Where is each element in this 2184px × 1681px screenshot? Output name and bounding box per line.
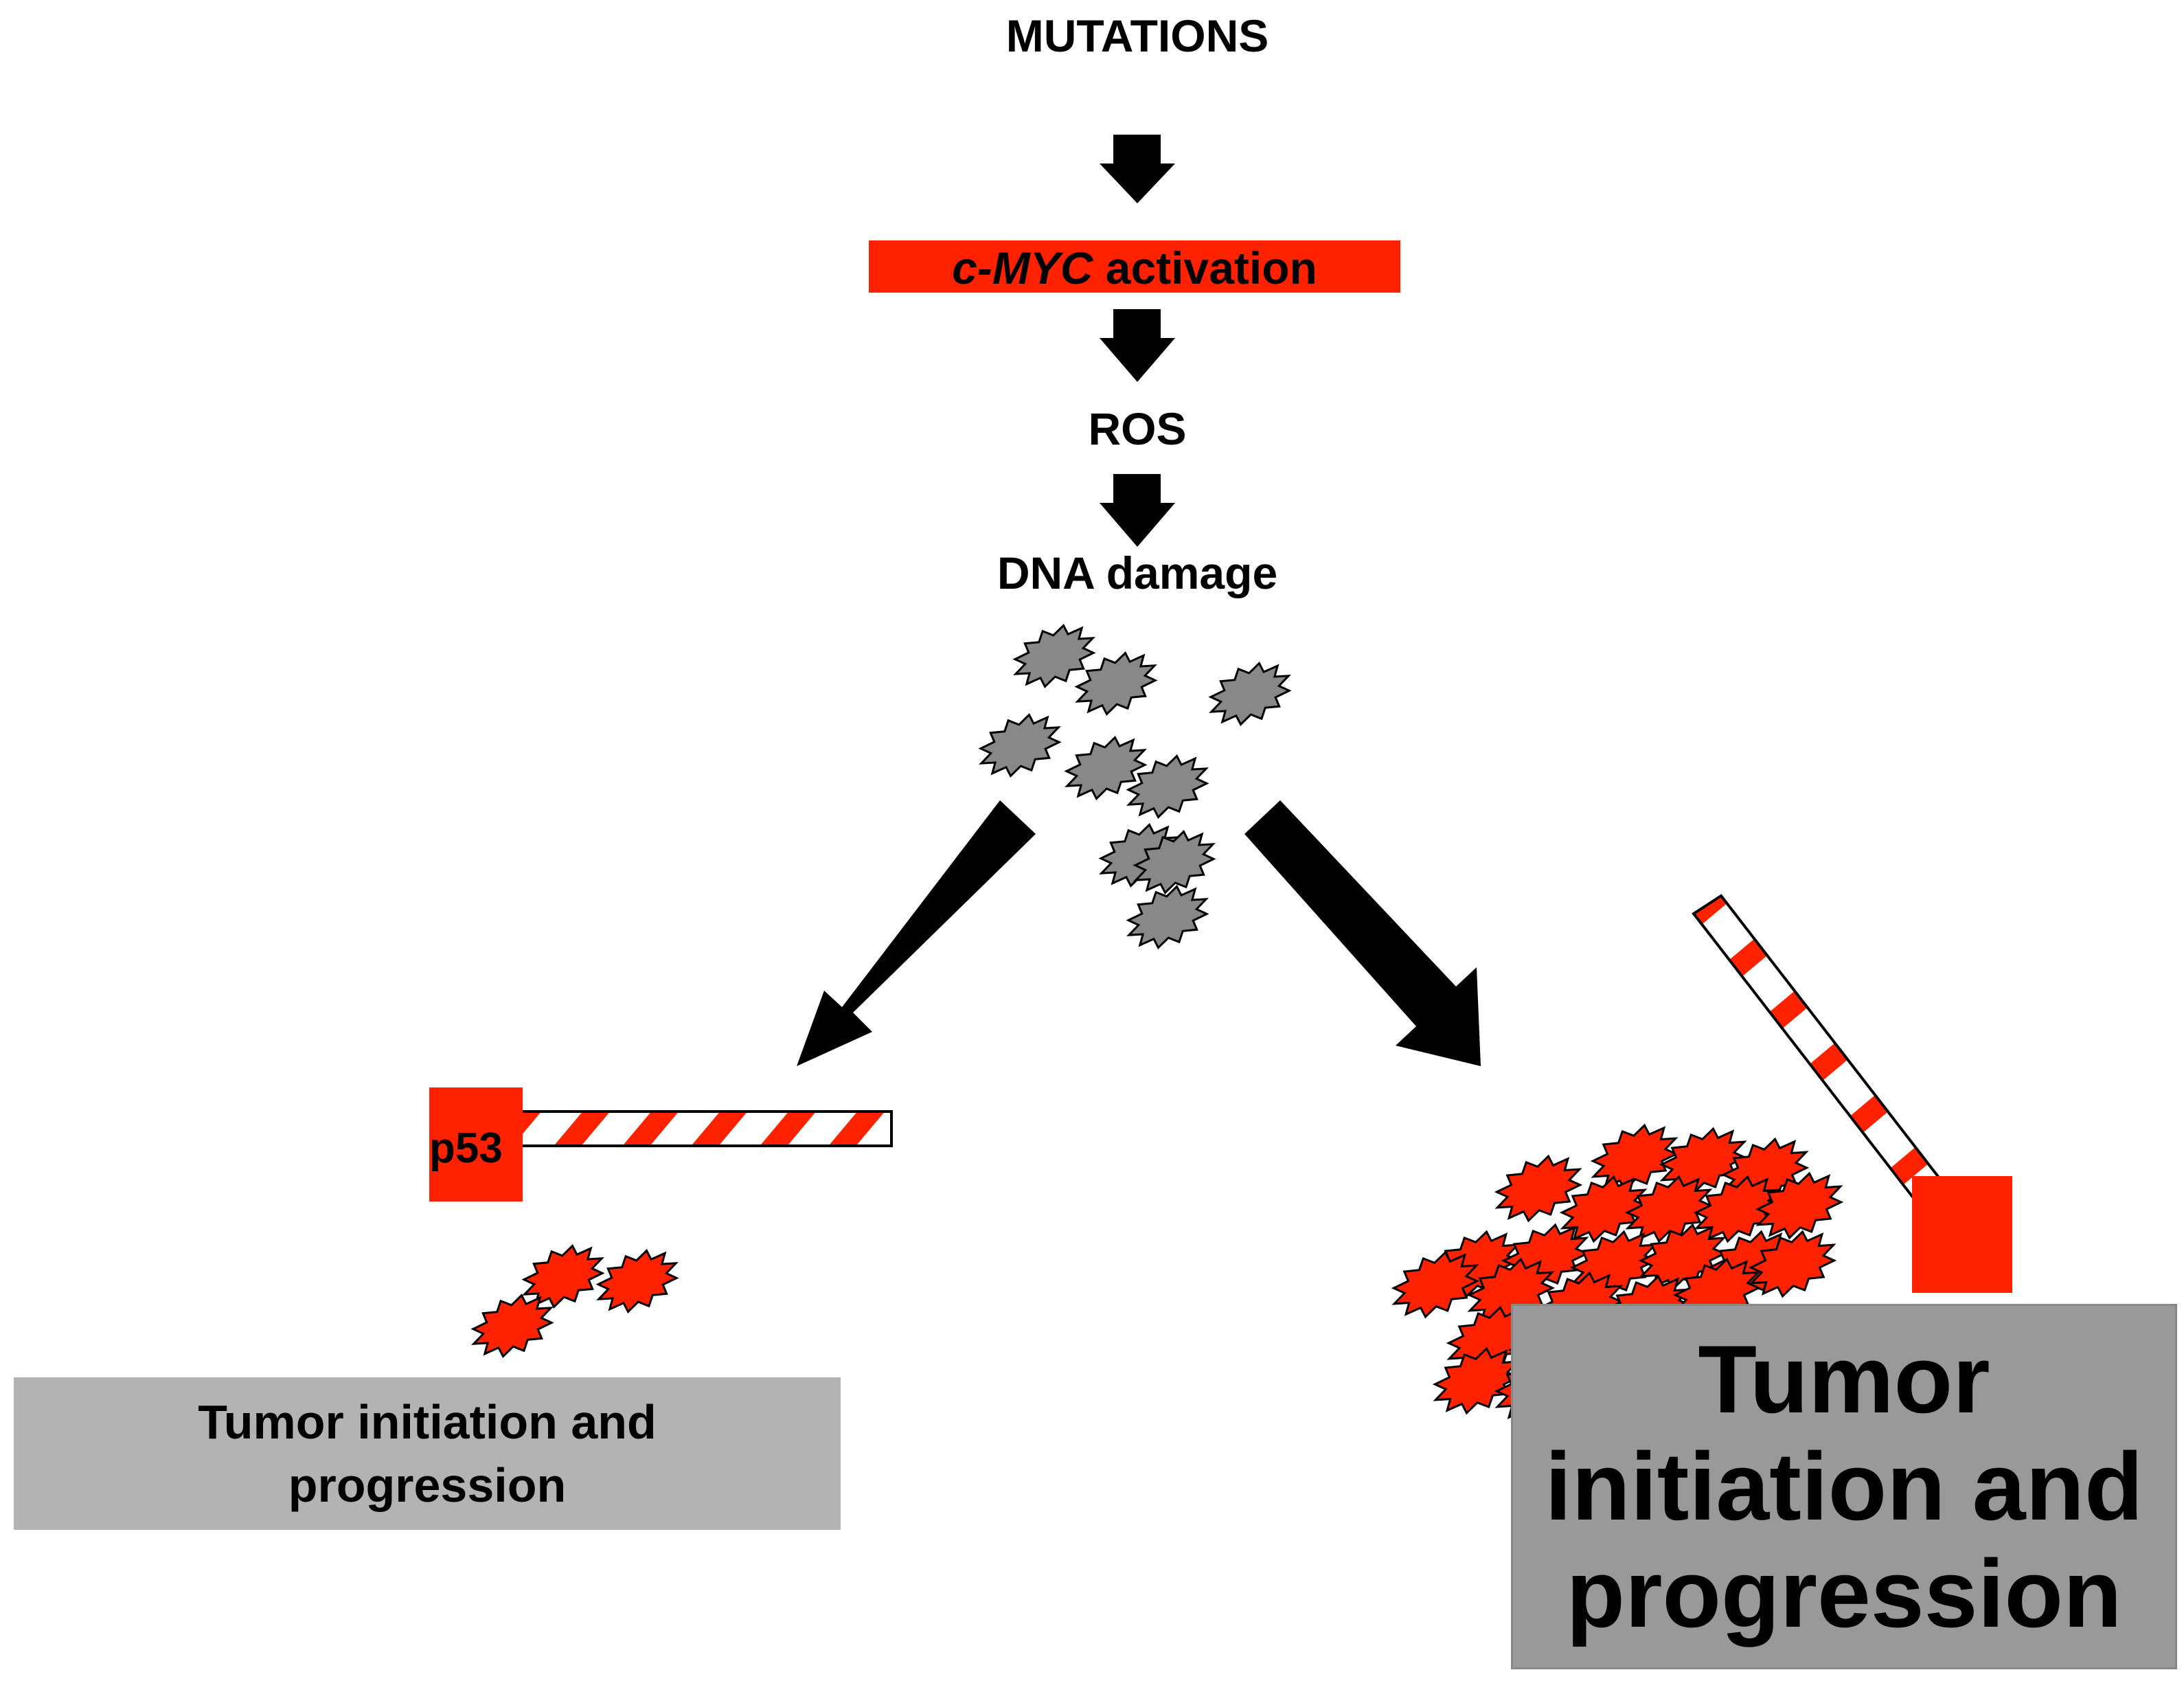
arrow-left-diagonal bbox=[797, 800, 1036, 1066]
damage-cell bbox=[1126, 754, 1209, 819]
damage-cell bbox=[1126, 885, 1209, 949]
outcome-left-text: Tumor initiation and progression bbox=[198, 1395, 657, 1512]
damage-cell bbox=[1133, 830, 1216, 894]
outcome-box-left: Tumor initiation and progression bbox=[14, 1377, 841, 1530]
myc-activation-box: c-MYC activation bbox=[869, 240, 1400, 293]
dna-damage-label: DNA damage bbox=[997, 548, 1278, 598]
damage-cell bbox=[1064, 736, 1148, 800]
dna-damage-cells bbox=[978, 624, 1292, 949]
myc-activation-label: c-MYC activation bbox=[869, 242, 1400, 294]
tumor-cell bbox=[1391, 1250, 1480, 1319]
raised-barrier bbox=[1692, 894, 2012, 1293]
tumor-cell bbox=[1748, 1230, 1837, 1298]
tumor-cell bbox=[595, 1249, 679, 1313]
arrow-right-diagonal bbox=[1244, 800, 1481, 1066]
p53-barrier bbox=[429, 1087, 893, 1201]
arrow-down-1 bbox=[1100, 135, 1175, 203]
damage-cell bbox=[978, 713, 1062, 778]
outcome-box-right: Tumor initiation and progression bbox=[1511, 1304, 2177, 1669]
arrow-down-2 bbox=[1100, 309, 1175, 382]
arrow-down-3 bbox=[1100, 474, 1175, 547]
mutations-label: MUTATIONS bbox=[1005, 10, 1269, 61]
tumor-cell bbox=[1590, 1123, 1679, 1192]
tumor-cells-few bbox=[470, 1244, 679, 1358]
myc-activation-word: activation bbox=[1093, 242, 1317, 293]
p53-label: p53 bbox=[429, 1125, 503, 1172]
tumor-cell bbox=[1624, 1175, 1714, 1243]
damage-cell bbox=[1012, 624, 1096, 688]
barrier-post bbox=[1912, 1176, 2012, 1293]
damage-cell bbox=[1208, 662, 1292, 726]
tumor-cell bbox=[470, 1294, 554, 1358]
p53-post bbox=[429, 1087, 523, 1201]
outcome-right-text: Tumor initiation and progression bbox=[1545, 1325, 2143, 1647]
ros-label: ROS bbox=[1088, 403, 1187, 454]
tumor-cell bbox=[1755, 1171, 1844, 1240]
damage-cell bbox=[1074, 651, 1158, 716]
myc-gene-name: c-MYC bbox=[952, 242, 1093, 293]
tumor-cell bbox=[1494, 1154, 1583, 1223]
tumor-cell bbox=[521, 1244, 605, 1309]
